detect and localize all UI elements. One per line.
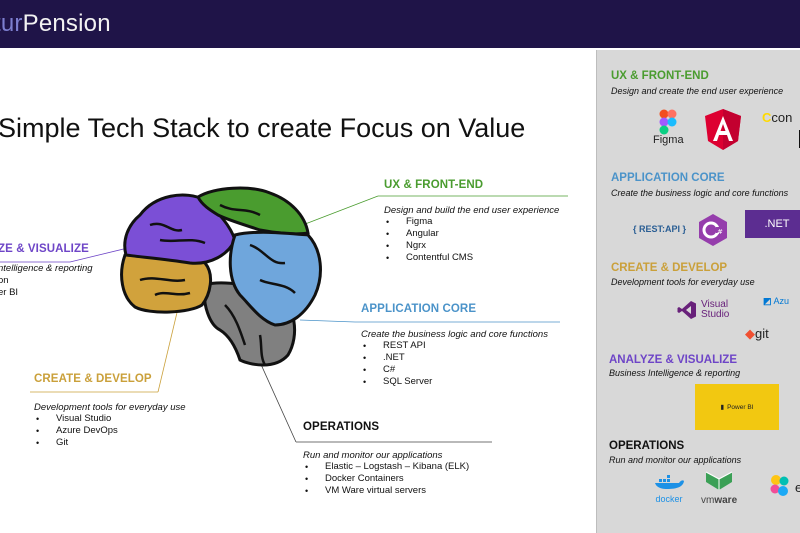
panel-ops-heading: OPERATIONS bbox=[609, 440, 685, 452]
list-item: VM Ware virtual servers bbox=[303, 485, 469, 497]
powerbi-logo: ▮Power BI bbox=[695, 384, 779, 430]
list-item: Azure DevOps bbox=[34, 425, 186, 437]
git-logo: ◆git bbox=[745, 326, 769, 341]
section-core-heading: APPLICATION CORE bbox=[361, 303, 477, 315]
list-item: Figma bbox=[384, 216, 559, 228]
section-ops-description: Run and monitor our applications bbox=[303, 450, 443, 461]
list-item: Git bbox=[34, 437, 186, 449]
panel-core-description: Create the business logic and core funct… bbox=[611, 188, 789, 198]
contentful-icon: Ccon bbox=[762, 110, 793, 125]
list-item: Visual Studio bbox=[34, 413, 186, 425]
section-ux-list: Figma Angular Ngrx Contentful CMS bbox=[384, 216, 559, 264]
brain-illustration bbox=[120, 186, 322, 367]
panel-analyze-heading: ANALYZE & VISUALIZE bbox=[609, 354, 738, 366]
section-core-list: REST API .NET C# SQL Server bbox=[361, 340, 548, 388]
brand-logo: turPension bbox=[0, 10, 111, 37]
slide-title: Simple Tech Stack to create Focus on Val… bbox=[0, 113, 526, 143]
list-item: C# bbox=[361, 364, 548, 376]
elastic-icon bbox=[767, 474, 793, 503]
section-create-list: Visual Studio Azure DevOps Git bbox=[34, 413, 186, 449]
list-item: SQL Server bbox=[361, 376, 548, 388]
section-create: CREATE & DEVELOP Development tools for e… bbox=[34, 373, 186, 449]
vmware-logo: vmware bbox=[701, 470, 737, 506]
list-item: .NET bbox=[361, 352, 548, 364]
section-ops-list: Elastic – Logstash – Kibana (ELK) Docker… bbox=[303, 461, 469, 497]
list-item: Ngrx bbox=[384, 240, 559, 252]
vmware-icon bbox=[705, 471, 733, 490]
rest-api-logo: { REST:API } bbox=[633, 224, 687, 234]
panel-create-heading: CREATE & DEVELOP bbox=[611, 262, 728, 274]
panel-ux-description: Design and create the end user experienc… bbox=[611, 86, 784, 96]
azure-devops-logo: ◩ Azu bbox=[763, 296, 790, 306]
azure-icon: ◩ bbox=[763, 296, 772, 306]
section-ux-description: Design and build the end user experience bbox=[384, 205, 560, 216]
elastic-label: e bbox=[795, 480, 800, 495]
list-item: Docker Containers bbox=[303, 473, 469, 485]
docker-logo: docker bbox=[653, 474, 685, 504]
panel-ux-heading: UX & FRONT-END bbox=[611, 70, 709, 82]
docker-icon bbox=[655, 475, 684, 489]
panel-create-description: Development tools for everyday use bbox=[611, 277, 755, 287]
git-icon: ◆ bbox=[745, 326, 755, 341]
section-analyze: ZE & VISUALIZE ntelligence & reporting o… bbox=[0, 243, 93, 299]
list-item: Contentful CMS bbox=[384, 252, 559, 264]
angular-icon bbox=[703, 108, 743, 157]
svg-text:#: # bbox=[717, 228, 723, 236]
visual-studio-label: Visual Studio bbox=[701, 299, 730, 320]
section-ux: UX & FRONT-END Design and build the end … bbox=[384, 179, 559, 264]
section-core: APPLICATION CORE Create the business log… bbox=[361, 303, 548, 388]
panel-core-heading: APPLICATION CORE bbox=[611, 172, 725, 184]
list-item: on bbox=[0, 275, 9, 286]
section-ops: OPERATIONS Run and monitor our applicati… bbox=[303, 421, 469, 497]
brain-core-region bbox=[228, 230, 322, 327]
list-item: Elastic – Logstash – Kibana (ELK) bbox=[303, 461, 469, 473]
panel-ops-description: Run and monitor our applications bbox=[609, 455, 742, 465]
header-bar: turPension bbox=[0, 0, 800, 48]
csharp-icon: # bbox=[697, 213, 729, 252]
list-item: REST API bbox=[361, 340, 548, 352]
section-analyze-heading: ZE & VISUALIZE bbox=[0, 243, 89, 255]
visual-studio-icon bbox=[677, 300, 697, 325]
section-core-description: Create the business logic and core funct… bbox=[361, 329, 548, 340]
dotnet-logo: .NET bbox=[745, 210, 800, 238]
summary-panel: UX & FRONT-END Design and create the end… bbox=[596, 50, 800, 533]
powerbi-icon: ▮ bbox=[720, 404, 725, 411]
figma-icon: Figma bbox=[653, 108, 685, 148]
list-item: Angular bbox=[384, 228, 559, 240]
section-analyze-description: ntelligence & reporting bbox=[0, 263, 93, 274]
section-ux-heading: UX & FRONT-END bbox=[384, 179, 484, 191]
section-create-description: Development tools for everyday use bbox=[34, 402, 186, 413]
panel-analyze-description: Business Intelligence & reporting bbox=[609, 368, 741, 378]
section-ops-heading: OPERATIONS bbox=[303, 421, 380, 433]
section-create-heading: CREATE & DEVELOP bbox=[34, 373, 152, 385]
list-item: er BI bbox=[0, 287, 19, 298]
